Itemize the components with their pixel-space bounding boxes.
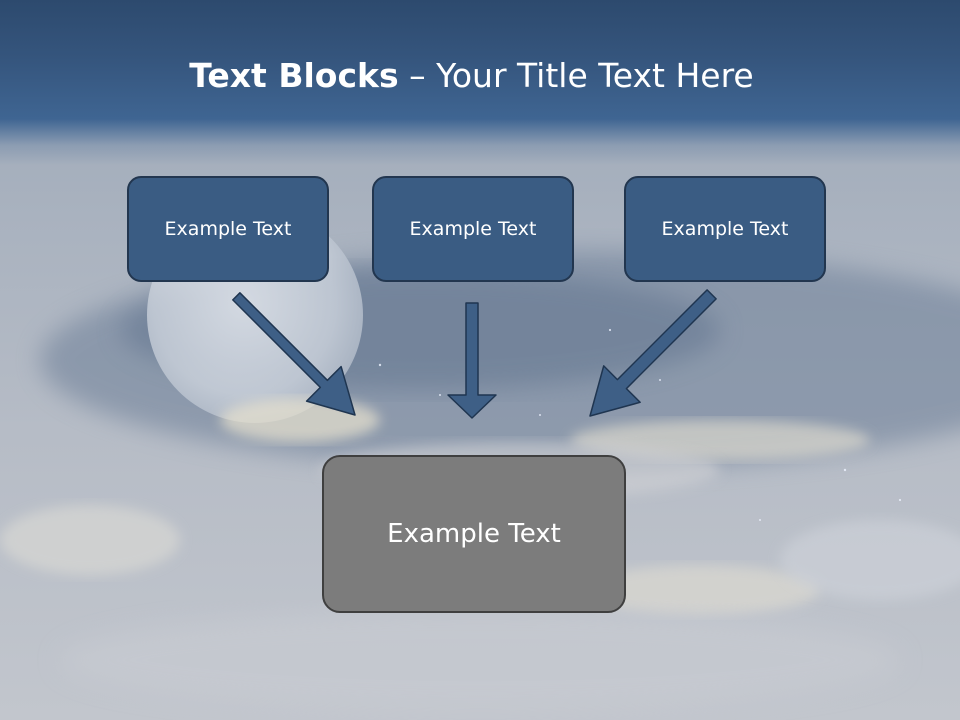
text-block-left[interactable]: Example Text [127,176,329,282]
text-block-bottom-label: Example Text [387,519,561,549]
text-block-right[interactable]: Example Text [624,176,826,282]
text-block-center[interactable]: Example Text [372,176,574,282]
slide-title: Text Blocks – Your Title Text Here [0,54,943,98]
arrow-down-left-icon [589,289,717,417]
text-block-left-label: Example Text [164,218,292,240]
title-rest-part: – Your Title Text Here [398,56,754,95]
title-bold-part: Text Blocks [189,56,399,95]
arrow-down-right-icon [232,292,356,416]
header-band [0,0,960,165]
text-block-bottom[interactable]: Example Text [322,455,626,613]
text-block-right-label: Example Text [661,218,789,240]
arrow-down-icon [447,302,497,419]
text-block-center-label: Example Text [409,218,537,240]
